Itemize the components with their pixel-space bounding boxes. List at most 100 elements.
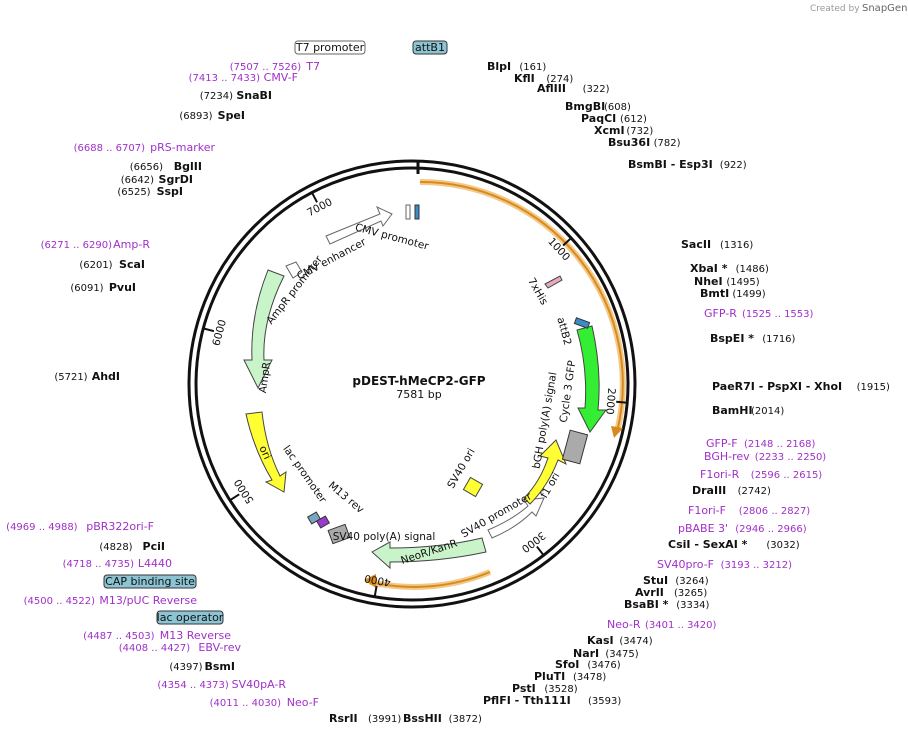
restriction-site[interactable]: XcmI bbox=[594, 124, 625, 137]
boxed-label-bg bbox=[103, 574, 197, 589]
tick-label: 6000 bbox=[210, 318, 228, 347]
m13-rev-box bbox=[315, 515, 331, 529]
restriction-site[interactable]: PflFI - Tth111I bbox=[483, 694, 571, 707]
restriction-site[interactable]: BsaBI * bbox=[624, 598, 669, 611]
restriction-site[interactable]: SpeI bbox=[218, 109, 245, 122]
primer-label[interactable]: F1ori-F bbox=[688, 504, 726, 517]
attb2-box bbox=[573, 317, 591, 329]
orf-arc-2-arrowhead bbox=[364, 574, 376, 588]
tick-label: 7000 bbox=[305, 196, 334, 219]
bgh-polya-box bbox=[561, 429, 589, 465]
restriction-site[interactable]: PvuI bbox=[109, 281, 136, 294]
restriction-site[interactable]: RsrII bbox=[329, 712, 358, 725]
restriction-site[interactable]: NarI bbox=[573, 647, 599, 660]
primer-label[interactable]: Neo-F bbox=[287, 696, 319, 709]
restriction-site-position: (4397) bbox=[169, 662, 202, 673]
primer-range: (4408 .. 4427) bbox=[119, 643, 191, 654]
primer-label[interactable]: SV40pro-F bbox=[657, 558, 714, 571]
restriction-site[interactable]: AvrII bbox=[635, 586, 664, 599]
primer-label[interactable]: GFP-F bbox=[706, 437, 738, 450]
restriction-site[interactable]: DraIII bbox=[692, 484, 726, 497]
primer-label[interactable]: T7 bbox=[305, 60, 320, 73]
snapgene-logo: SnapGene bbox=[862, 3, 908, 14]
restriction-site[interactable]: SnaBI bbox=[236, 89, 272, 102]
ori-arrow bbox=[245, 411, 287, 493]
restriction-site[interactable]: CsiI - SexAI * bbox=[668, 538, 748, 551]
restriction-site[interactable]: BsmI bbox=[205, 660, 236, 673]
primer-range: (4500 .. 4522) bbox=[24, 596, 96, 607]
primer-range: (4969 .. 4988) bbox=[6, 522, 78, 533]
attb1-box bbox=[414, 204, 420, 220]
restriction-site-position: (6642) bbox=[121, 175, 154, 186]
ampr-promoter-arrow bbox=[285, 261, 303, 279]
tick-mark bbox=[373, 585, 378, 597]
restriction-site[interactable]: NheI bbox=[694, 275, 723, 288]
restriction-site-position: (6091) bbox=[70, 283, 103, 294]
restriction-site[interactable]: PaqCI bbox=[581, 112, 616, 125]
restriction-site[interactable]: SfoI bbox=[555, 658, 579, 671]
sv40-ori-box bbox=[462, 476, 484, 498]
restriction-site[interactable]: BlpI bbox=[487, 60, 511, 73]
restriction-site[interactable]: PluTI bbox=[534, 670, 565, 683]
primer-label[interactable]: pBABE 3' bbox=[678, 522, 728, 535]
primer-range: (4354 .. 4373) bbox=[157, 680, 229, 691]
feature-label: ori bbox=[256, 444, 273, 461]
restriction-site[interactable]: BspEI * bbox=[710, 332, 754, 345]
restriction-site[interactable]: KasI bbox=[587, 634, 614, 647]
primer-label[interactable]: pBR322ori-F bbox=[86, 520, 154, 533]
feature-label: SV40 poly(A) signal bbox=[333, 531, 436, 543]
feature-label: lac promoter bbox=[280, 443, 329, 505]
cycle3-gfp-arrow bbox=[576, 325, 607, 433]
primer-label[interactable]: pRS-marker bbox=[150, 141, 215, 154]
restriction-site-position: (1316) bbox=[720, 240, 753, 251]
restriction-site[interactable]: ScaI bbox=[119, 258, 145, 271]
primer-label[interactable]: EBV-rev bbox=[198, 641, 241, 654]
primer-label[interactable]: SV40pA-R bbox=[232, 678, 287, 691]
restriction-site[interactable]: BamHI bbox=[712, 404, 753, 417]
primer-label[interactable]: BGH-rev bbox=[704, 450, 750, 463]
restriction-site[interactable]: AflIII bbox=[537, 82, 566, 95]
primer-label[interactable]: Amp-R bbox=[113, 238, 150, 251]
lac-operator-box bbox=[306, 511, 322, 525]
restriction-site-position: (6525) bbox=[117, 187, 150, 198]
restriction-site[interactable]: SgrDI bbox=[159, 173, 193, 186]
restriction-site[interactable]: AhdI bbox=[92, 370, 120, 383]
primer-label[interactable]: F1ori-R bbox=[700, 468, 740, 481]
restriction-site-position: (161) bbox=[519, 62, 546, 73]
primer-label[interactable]: CMV-F bbox=[264, 71, 298, 84]
restriction-site[interactable]: SacII bbox=[681, 238, 711, 251]
restriction-site[interactable]: PciI bbox=[143, 540, 165, 553]
feature-label: attB2 bbox=[554, 316, 573, 347]
restriction-site-position: (6656) bbox=[130, 162, 163, 173]
restriction-site[interactable]: KflI bbox=[514, 72, 535, 85]
created-by-text: Created by bbox=[810, 4, 860, 14]
restriction-site-position: (612) bbox=[620, 114, 647, 125]
primer-label[interactable]: L4440 bbox=[138, 557, 172, 570]
primer-range: (2233 .. 2250) bbox=[755, 452, 827, 463]
primer-label[interactable]: M13/pUC Reverse bbox=[99, 594, 197, 607]
primer-label[interactable]: Neo-R bbox=[607, 618, 641, 631]
tick-mark bbox=[562, 237, 572, 247]
restriction-site[interactable]: XbaI * bbox=[690, 262, 728, 275]
restriction-site-position: (3475) bbox=[605, 649, 638, 660]
restriction-site[interactable]: SspI bbox=[157, 185, 183, 198]
restriction-site[interactable]: StuI bbox=[643, 574, 668, 587]
restriction-site[interactable]: BmtI bbox=[700, 287, 729, 300]
restriction-site[interactable]: BglII bbox=[174, 160, 202, 173]
primer-label[interactable]: M13 Reverse bbox=[160, 629, 231, 642]
restriction-site-position: (4828) bbox=[99, 542, 132, 553]
restriction-site-position: (3265) bbox=[674, 588, 707, 599]
primer-range: (4718 .. 4735) bbox=[63, 559, 135, 570]
orf-arc-1 bbox=[419, 180, 624, 433]
restriction-site-position: (1499) bbox=[732, 289, 765, 300]
restriction-site[interactable]: PaeR7I - PspXI - XhoI bbox=[712, 380, 842, 393]
restriction-site[interactable]: PstI bbox=[512, 682, 536, 695]
tick-mark bbox=[229, 493, 240, 502]
restriction-site[interactable]: BsmBI - Esp3I bbox=[628, 158, 713, 171]
restriction-site[interactable]: BssHII bbox=[403, 712, 442, 725]
restriction-site[interactable]: Bsu36I bbox=[608, 136, 650, 149]
tick-label: 2000 bbox=[603, 387, 617, 415]
primer-label[interactable]: GFP-R bbox=[704, 307, 737, 320]
tick-label: 5000 bbox=[232, 477, 257, 506]
restriction-site[interactable]: BmgBI bbox=[565, 100, 605, 113]
